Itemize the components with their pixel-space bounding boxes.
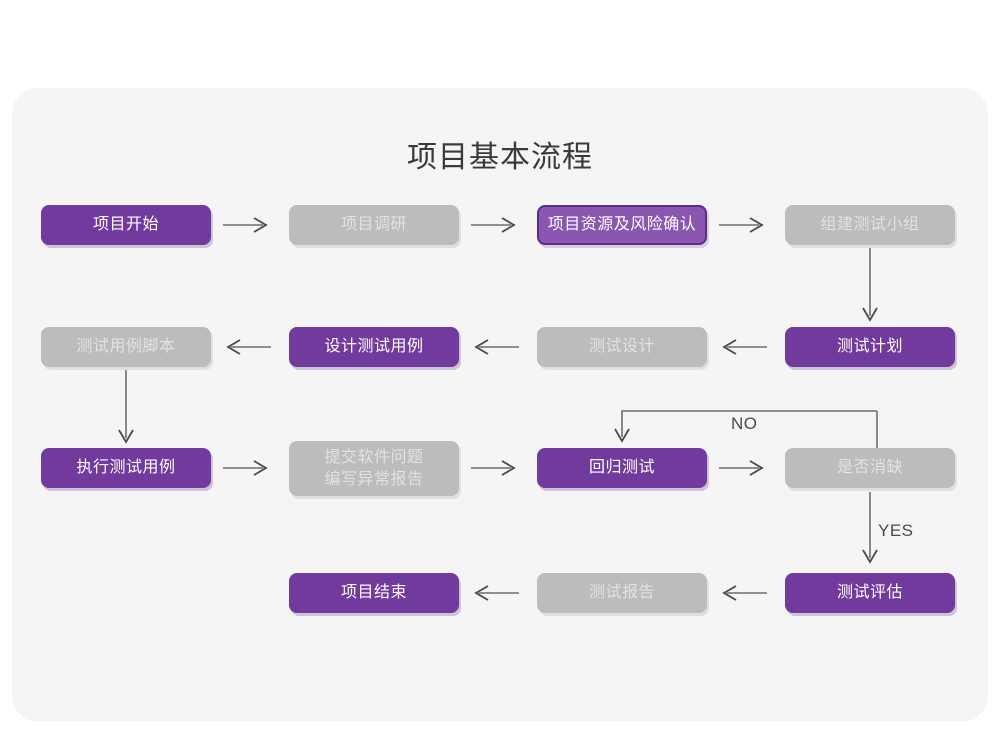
node-resource-risk-confirm[interactable]: 项目资源及风险确认: [537, 205, 707, 245]
node-test-design[interactable]: 测试设计: [537, 327, 707, 367]
node-execute-test-case[interactable]: 执行测试用例: [41, 448, 211, 488]
node-build-test-team[interactable]: 组建测试小组: [785, 205, 955, 245]
node-label: 项目调研: [340, 216, 407, 233]
node-label: 测试报告: [588, 584, 655, 601]
arrow-right-1: [221, 215, 273, 235]
arrow-left-3: [717, 337, 769, 357]
node-label: 项目开始: [92, 216, 159, 233]
node-test-plan[interactable]: 测试计划: [785, 327, 955, 367]
arrow-down-script-to-execute: [116, 370, 136, 448]
node-label-line2: 编写异常报告: [324, 470, 424, 488]
arrow-left-4: [469, 583, 521, 603]
edge-label-no: NO: [731, 414, 758, 433]
arrow-left-1: [221, 337, 273, 357]
node-project-research[interactable]: 项目调研: [289, 205, 459, 245]
node-label: 设计测试用例: [324, 338, 424, 355]
node-label: 测试评估: [836, 584, 903, 601]
node-label: 执行测试用例: [76, 459, 176, 476]
arrow-down-team-to-plan: [860, 248, 880, 326]
arrow-right-5: [469, 458, 521, 478]
node-label-line1: 提交软件问题: [324, 448, 424, 466]
arrow-right-3: [717, 215, 769, 235]
node-submit-issue-report[interactable]: 提交软件问题 编写异常报告: [289, 441, 459, 496]
node-label-multiline: 提交软件问题 编写异常报告: [324, 447, 423, 491]
arrow-right-6: [717, 458, 769, 478]
node-label: 项目结束: [340, 584, 407, 601]
node-test-case-script[interactable]: 测试用例脚本: [41, 327, 211, 367]
node-label: 回归测试: [588, 459, 655, 476]
node-regression-test[interactable]: 回归测试: [537, 448, 707, 488]
node-design-test-case[interactable]: 设计测试用例: [289, 327, 459, 367]
arrow-down-yes: [860, 492, 880, 570]
arrow-right-2: [469, 215, 521, 235]
loop-no-path: [614, 405, 885, 453]
node-label: 测试设计: [588, 338, 655, 355]
page-title: 项目基本流程: [407, 141, 593, 174]
arrow-right-4: [221, 458, 273, 478]
node-label: 项目资源及风险确认: [547, 216, 697, 233]
arrow-left-5: [717, 583, 769, 603]
node-defect-cleared[interactable]: 是否消缺: [785, 448, 955, 488]
edge-label-yes: YES: [878, 521, 914, 540]
node-label: 测试计划: [836, 338, 903, 355]
diagram-panel: [12, 88, 988, 722]
node-test-evaluation[interactable]: 测试评估: [785, 573, 955, 613]
node-label: 是否消缺: [836, 459, 903, 476]
node-label: 组建测试小组: [820, 216, 920, 233]
node-project-end[interactable]: 项目结束: [289, 573, 459, 613]
node-label: 测试用例脚本: [76, 338, 176, 355]
arrow-left-2: [469, 337, 521, 357]
node-test-report[interactable]: 测试报告: [537, 573, 707, 613]
node-project-start[interactable]: 项目开始: [41, 205, 211, 245]
